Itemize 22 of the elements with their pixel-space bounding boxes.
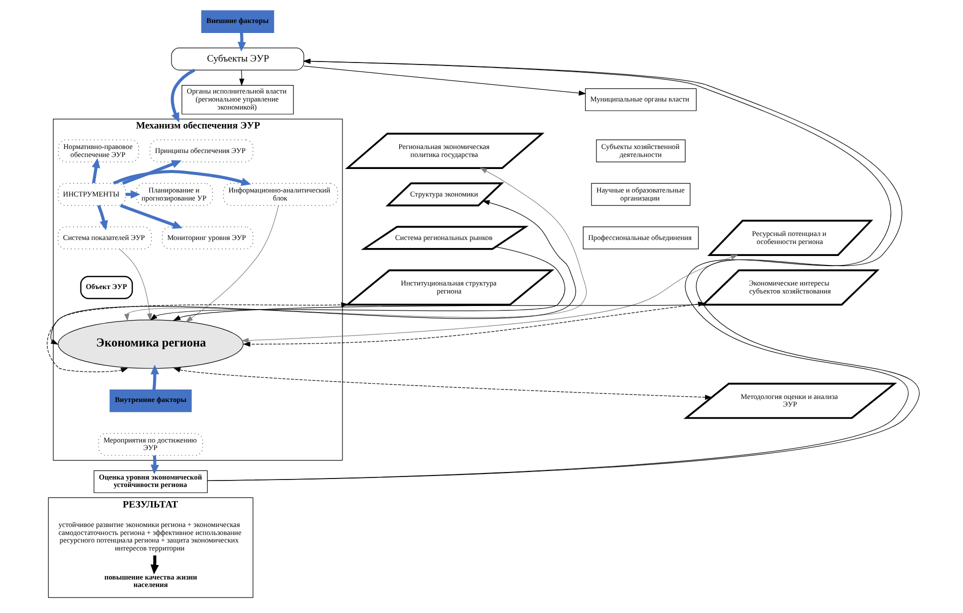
arrow: [113, 170, 252, 186]
arrow: [150, 364, 160, 390]
arrow: [46, 302, 349, 373]
node-ellipse: Экономика региона: [58, 320, 244, 369]
node-box: Субъекты ЭУР: [171, 48, 304, 70]
arrow: [239, 70, 244, 86]
arrow: [304, 66, 586, 96]
arrow: [120, 204, 183, 229]
arrow: [150, 455, 160, 474]
arrow: [238, 32, 246, 52]
arrow: [150, 555, 159, 574]
arrow: [241, 254, 738, 343]
arrow: [173, 368, 712, 400]
arrow: [97, 204, 108, 230]
arrow: [185, 205, 279, 322]
arrow: [50, 200, 576, 345]
arrow: [150, 246, 566, 321]
arrow: [92, 158, 100, 184]
arrow: [242, 302, 706, 347]
arrow: [170, 68, 196, 122]
arrow: [119, 248, 152, 321]
arrow: [122, 160, 182, 185]
